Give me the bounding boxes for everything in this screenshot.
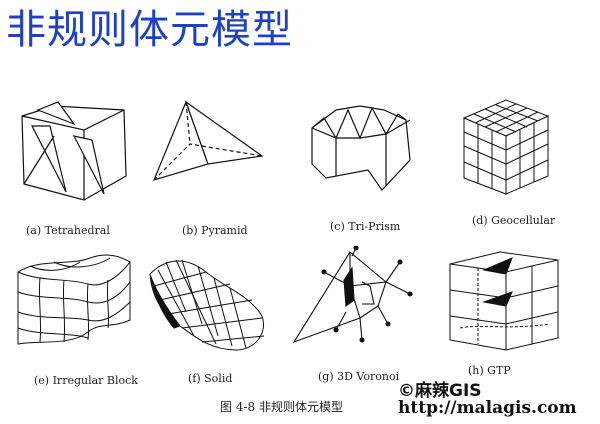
tri-prism-figure <box>306 98 416 198</box>
voronoi-figure <box>290 246 420 352</box>
page-title: 非规则体元模型 <box>6 7 293 53</box>
caption-gtp: (h) GTP <box>468 364 511 377</box>
tetrahedral-figure <box>14 96 134 206</box>
caption-3d-voronoi: (g) 3D Voronoi <box>318 370 400 383</box>
irregular-block-figure <box>10 248 134 356</box>
copyright-watermark: ©麻辣GIS <box>398 381 482 401</box>
gtp-figure <box>440 244 564 354</box>
caption-solid: (f) Solid <box>188 372 233 385</box>
caption-geocellular: (d) Geocellular <box>472 214 556 227</box>
geocellular-figure <box>456 92 556 198</box>
caption-pyramid: (b) Pyramid <box>182 224 248 237</box>
figure-caption: 图 4-8 非规则体元模型 <box>220 400 343 414</box>
caption-tri-prism: (c) Tri-Prism <box>330 220 401 233</box>
caption-irregular-block: (e) Irregular Block <box>34 374 138 387</box>
pyramid-figure <box>150 98 270 198</box>
solid-figure <box>146 252 270 356</box>
caption-tetrahedral: (a) Tetrahedral <box>26 224 110 237</box>
url-watermark: http://malagis.com <box>398 398 577 418</box>
